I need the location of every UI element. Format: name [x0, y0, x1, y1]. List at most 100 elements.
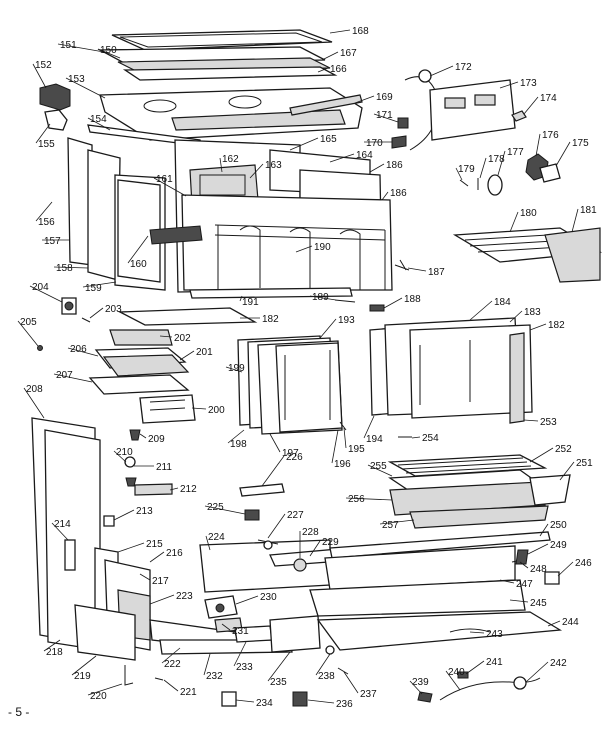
leader-line-198 — [227, 429, 245, 444]
part-209-screw — [129, 429, 141, 441]
leader-line-176 — [535, 133, 541, 157]
leader-line-171 — [373, 113, 399, 123]
callout-159: 159 — [85, 283, 102, 294]
part-210-nut — [125, 477, 137, 487]
leader-line-213 — [113, 509, 135, 521]
part-249-clip — [515, 549, 529, 565]
part-240-wire — [439, 677, 541, 701]
leader-line-207 — [53, 373, 93, 383]
leader-line-242 — [525, 661, 549, 683]
part-171-switch — [397, 117, 409, 129]
part-238-screw — [325, 645, 335, 655]
callout-232: 232 — [206, 671, 223, 682]
callout-237: 237 — [360, 689, 377, 700]
leader-line-219 — [71, 655, 97, 676]
leader-line-173 — [499, 81, 519, 89]
callout-222: 222 — [164, 659, 181, 670]
callout-220: 220 — [90, 691, 107, 702]
callout-208: 208 — [26, 384, 43, 395]
leader-line-186 — [369, 163, 385, 173]
leader-line-169 — [354, 95, 375, 104]
callout-182: 182 — [548, 320, 565, 331]
leader-line-193 — [319, 318, 337, 339]
part-166-plate — [122, 66, 338, 81]
callout-234: 234 — [256, 698, 273, 709]
callout-211: 211 — [156, 462, 172, 473]
callout-213: 213 — [136, 506, 153, 517]
callout-164: 164 — [356, 150, 373, 161]
part-219-base-rail — [74, 604, 136, 661]
leader-line-238 — [315, 653, 331, 676]
callout-247: 247 — [516, 579, 533, 590]
leader-line-254 — [411, 436, 421, 439]
leader-line-241 — [465, 660, 485, 675]
leader-line-256 — [345, 497, 393, 501]
leader-line-208 — [23, 387, 45, 419]
callout-235: 235 — [270, 677, 287, 688]
callout-230: 230 — [260, 592, 277, 603]
part-257-panel — [409, 505, 549, 529]
leader-line-215 — [117, 542, 145, 553]
part-190-oven-rack — [214, 224, 386, 290]
leader-line-216 — [149, 551, 165, 563]
part-168-top-glass — [111, 29, 333, 51]
leader-line-155 — [35, 123, 51, 144]
callout-193: 193 — [338, 315, 355, 326]
leader-line-205 — [17, 320, 39, 347]
callout-178: 178 — [488, 154, 505, 165]
callout-204: 204 — [32, 282, 49, 293]
callout-254: 254 — [422, 433, 439, 444]
callout-238: 238 — [318, 671, 335, 682]
callout-253: 253 — [540, 417, 557, 428]
leader-line-186 — [381, 191, 389, 201]
callout-152: 152 — [35, 60, 52, 71]
callout-214: 214 — [54, 519, 71, 530]
leader-line-156 — [35, 201, 53, 222]
leader-line-178 — [479, 157, 487, 179]
leader-line-250 — [539, 523, 549, 537]
part-174-clip — [511, 110, 527, 122]
callout-188: 188 — [404, 294, 421, 305]
leader-line-224 — [205, 535, 211, 551]
callout-184: 184 — [494, 297, 511, 308]
part-239-clip — [417, 691, 433, 703]
leader-line-227 — [267, 513, 286, 539]
callout-172: 172 — [455, 62, 472, 73]
middle-door-assembly — [37, 287, 533, 441]
leader-line-255 — [367, 464, 393, 477]
part-180-strip — [149, 225, 203, 245]
leader-line-184 — [469, 300, 493, 321]
leader-line-225 — [204, 505, 246, 515]
callout-170: 170 — [366, 138, 383, 149]
callout-228: 228 — [302, 527, 319, 538]
leader-line-153 — [65, 77, 106, 99]
leader-line-204 — [29, 285, 63, 303]
callout-236: 236 — [336, 699, 353, 710]
callout-153: 153 — [68, 74, 85, 85]
callout-187: 187 — [428, 267, 445, 278]
callout-194: 194 — [366, 434, 383, 445]
callout-251: 251 — [576, 458, 593, 469]
callout-175: 175 — [572, 138, 589, 149]
callout-227: 227 — [287, 510, 304, 521]
part-177-knob — [487, 174, 503, 196]
part-250-panel — [329, 531, 551, 559]
lower-drawer-assembly — [31, 417, 571, 707]
callout-198: 198 — [230, 439, 247, 450]
part-188-clip — [369, 304, 385, 312]
callout-154: 154 — [90, 114, 107, 125]
leader-line-220 — [87, 683, 123, 696]
leader-line-182 — [529, 323, 547, 331]
leader-line-152 — [32, 63, 47, 89]
leader-line-251 — [559, 461, 575, 481]
leader-line-214 — [51, 522, 69, 541]
leader-line-154 — [87, 117, 111, 131]
callout-171: 171 — [376, 110, 393, 121]
leader-line-217 — [139, 573, 151, 581]
leader-line-163 — [249, 163, 264, 179]
part-182-glass — [117, 307, 258, 326]
leader-line-175 — [555, 141, 571, 167]
leader-line-162 — [219, 157, 223, 173]
leader-line-229 — [309, 540, 321, 557]
